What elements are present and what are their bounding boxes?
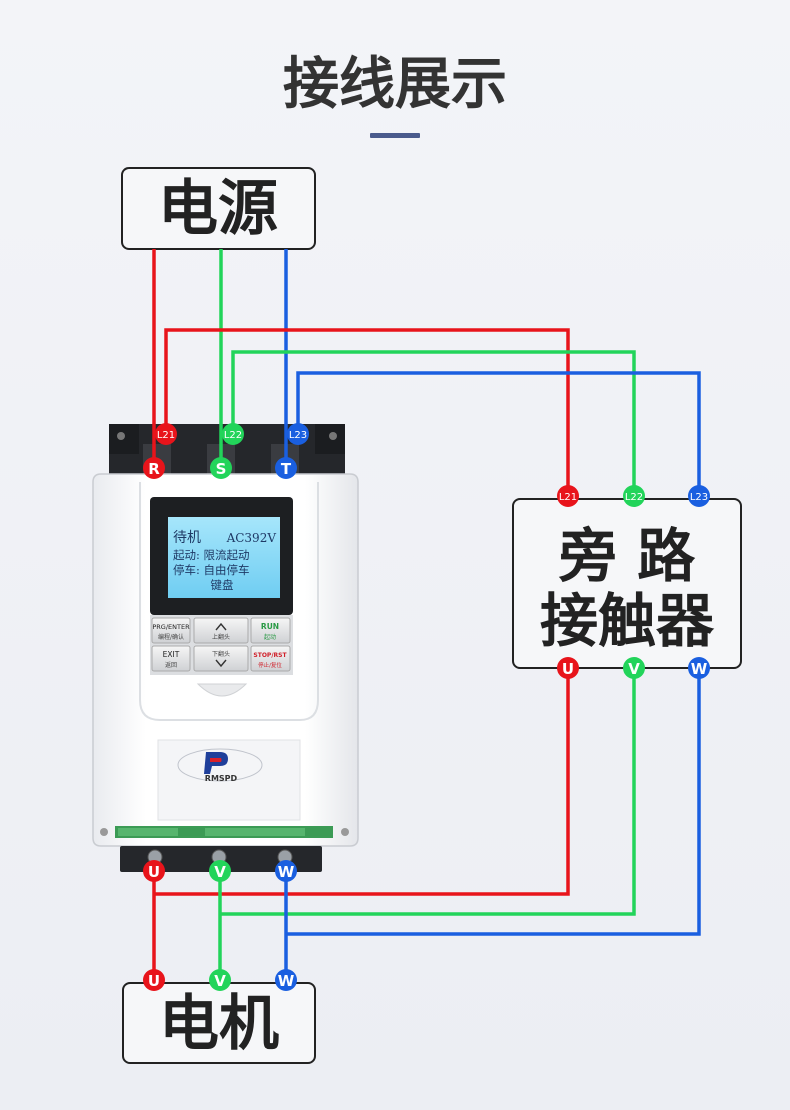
brand-mark-icon	[204, 752, 228, 774]
motor-terminal-u: U	[143, 969, 165, 991]
wire-l23	[296, 371, 701, 496]
terminal-label: L21	[559, 492, 577, 503]
down-arrow-icon	[215, 659, 227, 668]
run-key[interactable]: RUN 起动	[250, 617, 291, 644]
bypass-terminal-l21: L21	[557, 485, 579, 507]
prg-key-label: PRG/ENTER	[152, 623, 190, 631]
lcd-voltage: AC392V	[226, 531, 277, 545]
lcd-start-mode: 起动: 限流起动	[173, 548, 250, 562]
output-terminal-block	[120, 846, 322, 872]
lcd-stop-mode: 停车: 自由停车	[173, 563, 250, 577]
wires	[152, 249, 701, 980]
terminal-label: U	[562, 660, 574, 678]
terminal-label: T	[281, 460, 292, 478]
terminal-label: V	[214, 972, 226, 990]
prg-enter-key[interactable]: PRG/ENTER 编程/确认	[151, 617, 191, 644]
device-terminal-w: W	[275, 860, 297, 882]
title-underline	[370, 133, 420, 138]
bypass-terminal-v: V	[623, 657, 645, 679]
stop-key-sublabel: 停止/复位	[258, 661, 282, 669]
wire-bypass-w	[286, 668, 701, 936]
terminal-label: U	[148, 863, 160, 881]
bypass-label-line1: 旁 路	[558, 522, 696, 590]
brand-name: RMSPD	[205, 774, 238, 783]
terminal-label: R	[148, 460, 160, 478]
terminal-label: L23	[289, 430, 307, 441]
terminal-label: L22	[625, 492, 643, 503]
device-terminal-u: U	[143, 860, 165, 882]
motor-label: 电机	[159, 989, 279, 1059]
device-terminal-t: T	[275, 457, 297, 479]
motor-box: 电机	[122, 982, 316, 1064]
device-terminal-l22: L22	[222, 423, 244, 445]
device-terminal-l23: L23	[287, 423, 309, 445]
device-terminal-v: V	[209, 860, 231, 882]
down-key[interactable]: 下翻头	[193, 645, 249, 672]
terminal-markers: L21 L22 L23 R S T L21 L22 L23 U V W U V …	[143, 423, 710, 991]
device-terminal-s: S	[210, 457, 232, 479]
stop-reset-key[interactable]: STOP/RST 停止/复位	[250, 645, 291, 672]
terminal-label: W	[691, 660, 708, 678]
page-title: 接线展示	[283, 52, 507, 117]
terminal-label: S	[216, 460, 227, 478]
bypass-terminal-u: U	[557, 657, 579, 679]
terminal-label: L22	[224, 430, 242, 441]
device-terminal-l21: L21	[155, 423, 177, 445]
brand-logo: RMSPD	[177, 748, 263, 783]
terminal-label: L21	[157, 430, 175, 441]
terminal-label: L23	[690, 492, 708, 503]
power-label: 电源	[158, 174, 278, 244]
exit-key-sublabel: 返回	[165, 662, 177, 669]
bypass-contactor-box: 旁 路 接触器	[512, 498, 742, 669]
run-key-label: RUN	[261, 622, 279, 631]
terminal-label: V	[628, 660, 640, 678]
terminal-label: W	[278, 972, 295, 990]
lcd-screen	[168, 517, 280, 598]
device-terminal-r: R	[143, 457, 165, 479]
motor-terminal-v: V	[209, 969, 231, 991]
down-key-label: 下翻头	[212, 650, 230, 658]
prg-key-sublabel: 编程/确认	[158, 633, 184, 641]
stop-key-label: STOP/RST	[253, 652, 287, 659]
lcd-status: 待机	[173, 530, 201, 546]
wire-l22	[231, 350, 636, 496]
power-box: 电源	[121, 167, 316, 250]
up-key-label: 上翻头	[212, 633, 230, 641]
up-key[interactable]: 上翻头	[193, 617, 249, 644]
exit-key-label: EXIT	[163, 650, 180, 659]
bypass-label-line2: 接触器	[540, 587, 715, 655]
wire-bypass-u	[154, 668, 570, 896]
bypass-terminal-l22: L22	[623, 485, 645, 507]
wire-l21	[164, 328, 570, 496]
bypass-terminal-w: W	[688, 657, 710, 679]
wire-bypass-v	[220, 668, 636, 916]
run-key-sublabel: 起动	[264, 633, 276, 641]
terminal-label: U	[148, 972, 160, 990]
up-arrow-icon	[215, 622, 227, 631]
exit-key[interactable]: EXIT 返回	[151, 645, 191, 672]
motor-terminal-w: W	[275, 969, 297, 991]
terminal-label: W	[278, 863, 295, 881]
soft-starter-device: 待机 AC392V 起动: 限流起动 停车: 自由停车 键盘 PRG/ENTER…	[92, 473, 359, 847]
terminal-label: V	[214, 863, 226, 881]
lcd-control-mode: 键盘	[211, 578, 234, 592]
bypass-terminal-l23: L23	[688, 485, 710, 507]
